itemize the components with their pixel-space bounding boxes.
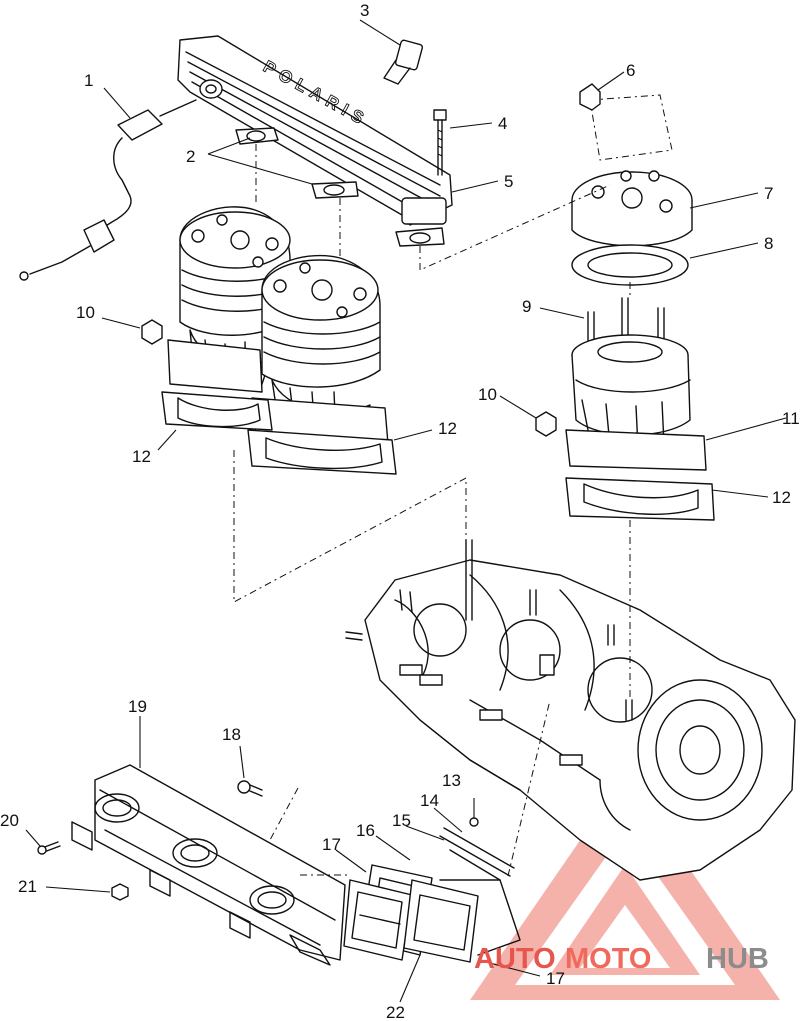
bolt xyxy=(433,109,447,176)
callout-20: 20 xyxy=(0,811,19,830)
single-cylinder-head xyxy=(571,170,693,247)
exhaust-gasket-single xyxy=(395,227,445,247)
reed-petals-14-15 xyxy=(439,827,515,881)
screw-20 xyxy=(37,841,61,855)
callout-21: 21 xyxy=(18,877,37,896)
callout-17-upper: 17 xyxy=(322,835,341,854)
callout-7: 7 xyxy=(764,184,773,203)
crankcase xyxy=(345,539,796,881)
watermark-auto: AUTO xyxy=(474,943,556,975)
base-gasket-right xyxy=(565,477,715,521)
nut-21 xyxy=(111,883,129,901)
callout-22: 22 xyxy=(386,1003,405,1021)
reed-valve-cage-22 xyxy=(403,879,521,963)
nut-right xyxy=(535,411,557,437)
watermark-text: AUTO MOTO HUB xyxy=(474,943,769,975)
callout-10-left: 10 xyxy=(76,303,95,322)
callout-4: 4 xyxy=(498,114,507,133)
base-gasket-left-2 xyxy=(247,429,397,475)
exhaust-gasket-left xyxy=(235,127,279,145)
cylinder-head-cover xyxy=(579,83,673,161)
screw-18 xyxy=(237,780,263,797)
callout-16: 16 xyxy=(356,821,375,840)
callout-11: 11 xyxy=(782,409,800,428)
callout-2: 2 xyxy=(186,147,195,166)
callout-10-right: 10 xyxy=(478,385,497,404)
callout-12-right: 12 xyxy=(772,488,791,507)
callout-13: 13 xyxy=(442,771,461,790)
watermark-hub: HUB xyxy=(706,943,769,975)
callout-12-middle: 12 xyxy=(438,419,457,438)
watermark-moto: MOTO xyxy=(565,943,651,975)
screw-13 xyxy=(469,817,479,827)
callout-1: 1 xyxy=(84,71,93,90)
callout-15: 15 xyxy=(392,811,411,830)
watermark-logo xyxy=(470,775,780,1000)
twin-cylinder-head-right xyxy=(251,254,389,445)
callout-3: 3 xyxy=(360,1,369,20)
assembly-center-lines xyxy=(233,144,631,877)
base-gasket-left-1 xyxy=(161,391,273,431)
callout-19: 19 xyxy=(128,697,147,716)
callout-18: 18 xyxy=(222,725,241,744)
callout-17-lower: 17 xyxy=(546,969,565,988)
callout-14: 14 xyxy=(420,791,439,810)
plug-fitting xyxy=(383,39,424,85)
callout-5: 5 xyxy=(504,172,513,191)
nut-left xyxy=(141,319,163,345)
leader-lines xyxy=(25,19,787,1003)
single-cylinder xyxy=(565,334,707,471)
callout-6: 6 xyxy=(626,61,635,80)
reed-valve-block-17 xyxy=(343,879,413,961)
exhaust-manifold: POLARIS xyxy=(177,35,453,226)
exhaust-gasket-right xyxy=(311,181,359,199)
temperature-sensor-cable xyxy=(19,99,197,281)
head-gasket xyxy=(571,244,689,286)
intake-manifold xyxy=(71,764,346,966)
callout-9: 9 xyxy=(522,297,531,316)
callout-8: 8 xyxy=(764,234,773,253)
callout-12-left: 12 xyxy=(132,447,151,466)
